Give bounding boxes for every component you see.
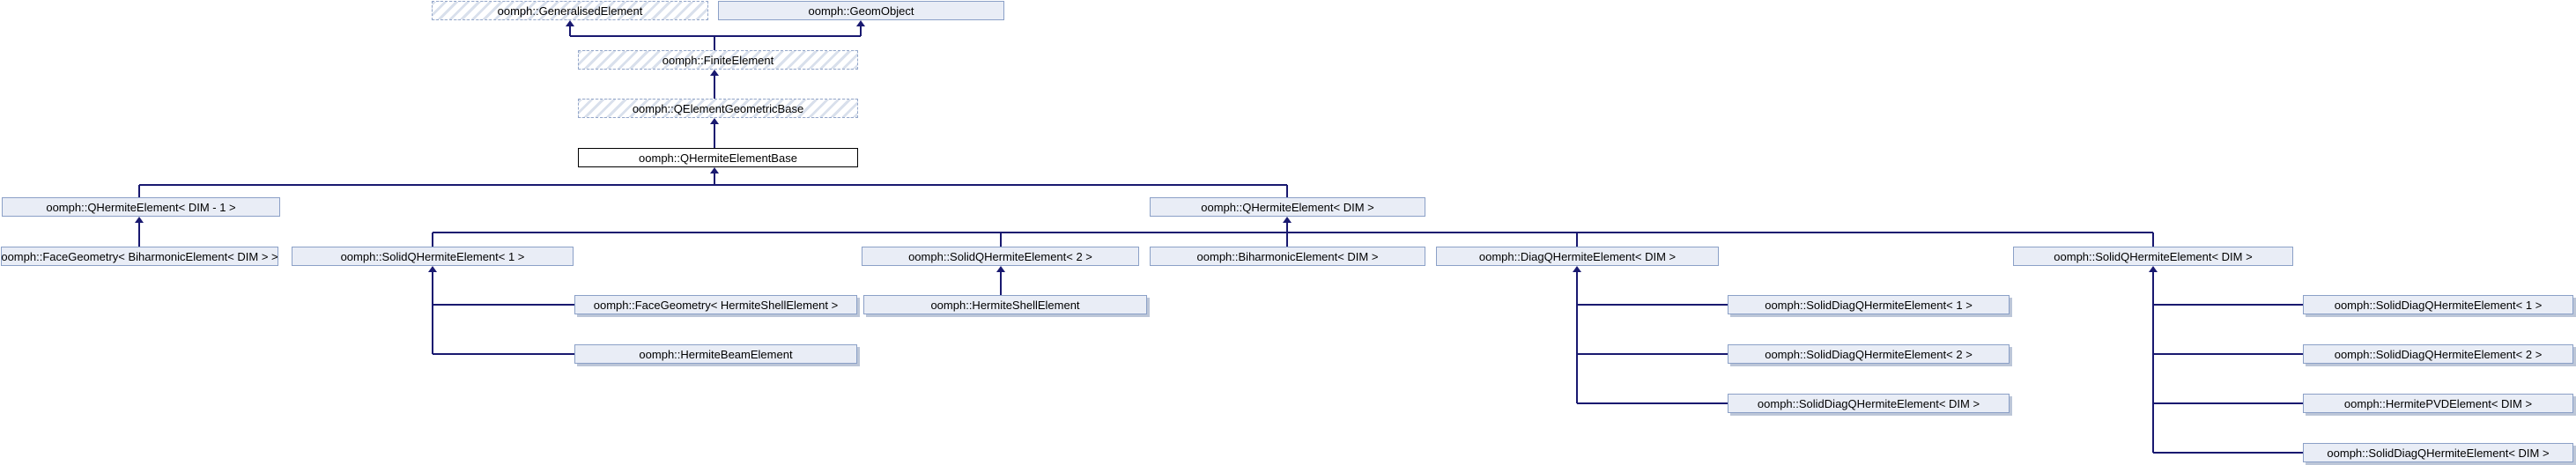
inheritance-arrowhead-icon xyxy=(1283,217,1292,223)
inheritance-edge-line xyxy=(433,232,2153,233)
inheritance-edge-line xyxy=(2153,402,2303,404)
inheritance-edge-line xyxy=(432,271,433,354)
inheritance-edge-line xyxy=(714,123,715,148)
inheritance-arrowhead-icon xyxy=(710,70,719,76)
inheritance-arrowhead-icon xyxy=(996,266,1005,272)
class-node-solid-diag-q-hermite-element-dim-right[interactable]: oomph::SolidDiagQHermiteElement< DIM > xyxy=(2303,443,2573,462)
class-node-face-geometry-biharmonic[interactable]: oomph::FaceGeometry< BiharmonicElement< … xyxy=(1,247,278,266)
class-node-q-hermite-element-base[interactable]: oomph::QHermiteElementBase xyxy=(578,148,858,167)
class-node-finite-element[interactable]: oomph::FiniteElement xyxy=(578,50,858,70)
inheritance-edge-line xyxy=(432,232,433,247)
inheritance-arrowhead-icon xyxy=(856,20,865,26)
class-node-diag-q-hermite-element-dim[interactable]: oomph::DiagQHermiteElement< DIM > xyxy=(1436,247,1719,266)
inheritance-edge-line xyxy=(1577,304,1728,306)
inheritance-edge-line xyxy=(569,26,571,36)
inheritance-edge-line xyxy=(2153,353,2303,355)
class-node-q-hermite-element-dim[interactable]: oomph::QHermiteElement< DIM > xyxy=(1150,197,1425,217)
inheritance-edge-line xyxy=(714,36,715,50)
inheritance-arrowhead-icon xyxy=(710,118,719,124)
inheritance-edge-line xyxy=(1286,185,1288,197)
inheritance-edge-line xyxy=(1577,402,1728,404)
inheritance-edge-line xyxy=(714,173,715,185)
inheritance-arrowhead-icon xyxy=(566,20,574,26)
inheritance-arrowhead-icon xyxy=(710,167,719,173)
class-node-solid-q-hermite-element-2[interactable]: oomph::SolidQHermiteElement< 2 > xyxy=(862,247,1139,266)
inheritance-edge-line xyxy=(2153,452,2303,454)
inheritance-edge-line xyxy=(2152,232,2154,247)
inheritance-edge-line xyxy=(570,35,861,37)
inheritance-edge-line xyxy=(1000,232,1002,247)
inheritance-edge-line xyxy=(2152,271,2154,453)
inheritance-arrowhead-icon xyxy=(2149,266,2158,272)
class-node-solid-diag-q-hermite-element-2-mid[interactable]: oomph::SolidDiagQHermiteElement< 2 > xyxy=(1728,344,2010,364)
class-node-solid-diag-q-hermite-element-1-mid[interactable]: oomph::SolidDiagQHermiteElement< 1 > xyxy=(1728,295,2010,314)
class-node-solid-q-hermite-element-1[interactable]: oomph::SolidQHermiteElement< 1 > xyxy=(292,247,574,266)
class-node-q-element-geometric-base[interactable]: oomph::QElementGeometricBase xyxy=(578,99,858,118)
class-node-hermite-pvd-element-dim[interactable]: oomph::HermitePVDElement< DIM > xyxy=(2303,394,2573,413)
inheritance-edge-line xyxy=(860,26,862,36)
inheritance-edge-line xyxy=(1577,353,1728,355)
class-node-q-hermite-element-dim-minus-1[interactable]: oomph::QHermiteElement< DIM - 1 > xyxy=(2,197,280,217)
class-node-geom-object[interactable]: oomph::GeomObject xyxy=(718,1,1004,20)
inheritance-arrowhead-icon xyxy=(1573,266,1581,272)
inheritance-edge-line xyxy=(714,75,715,99)
class-node-generalised-element[interactable]: oomph::GeneralisedElement xyxy=(432,1,708,20)
inheritance-edge-line xyxy=(1000,271,1002,295)
inheritance-edge-line xyxy=(139,184,1287,186)
inheritance-edge-line xyxy=(1576,232,1578,247)
inheritance-edge-line xyxy=(1286,222,1288,247)
class-node-biharmonic-element-dim[interactable]: oomph::BiharmonicElement< DIM > xyxy=(1150,247,1425,266)
class-node-solid-diag-q-hermite-element-2-right[interactable]: oomph::SolidDiagQHermiteElement< 2 > xyxy=(2303,344,2573,364)
class-node-face-geometry-hermite-shell[interactable]: oomph::FaceGeometry< HermiteShellElement… xyxy=(574,295,857,314)
inheritance-edge-line xyxy=(2153,304,2303,306)
class-node-solid-diag-q-hermite-element-1-right[interactable]: oomph::SolidDiagQHermiteElement< 1 > xyxy=(2303,295,2573,314)
inheritance-edge-line xyxy=(138,185,140,197)
class-node-hermite-beam-element[interactable]: oomph::HermiteBeamElement xyxy=(574,344,857,364)
inheritance-arrowhead-icon xyxy=(135,217,144,223)
inheritance-edge-line xyxy=(433,353,574,355)
class-node-hermite-shell-element[interactable]: oomph::HermiteShellElement xyxy=(863,295,1147,314)
inheritance-arrowhead-icon xyxy=(428,266,437,272)
inheritance-edge-line xyxy=(433,304,574,306)
inheritance-edge-line xyxy=(1576,271,1578,403)
inheritance-edge-line xyxy=(138,222,140,247)
class-node-solid-q-hermite-element-dim[interactable]: oomph::SolidQHermiteElement< DIM > xyxy=(2013,247,2293,266)
class-node-solid-diag-q-hermite-element-dim-mid[interactable]: oomph::SolidDiagQHermiteElement< DIM > xyxy=(1728,394,2010,413)
